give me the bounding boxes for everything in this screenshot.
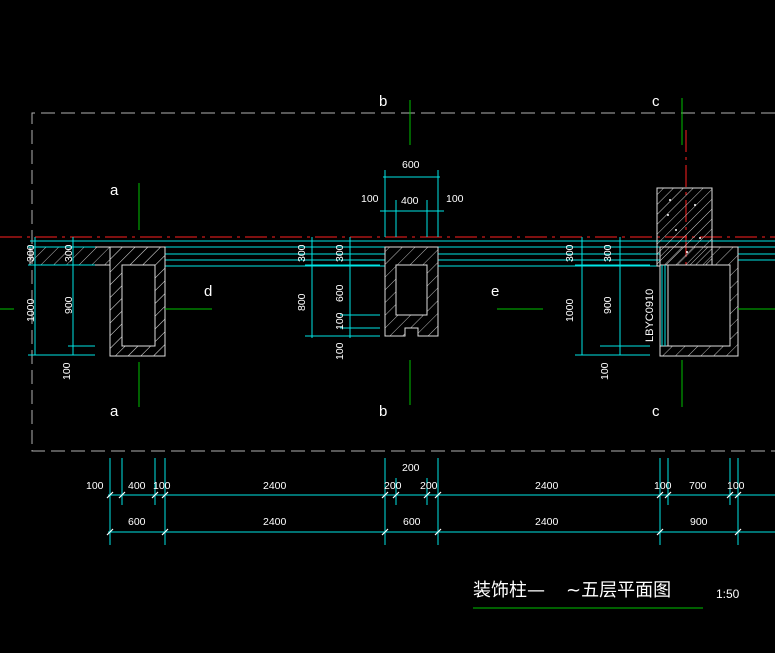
grid-label-e: e <box>491 283 499 300</box>
dim-100-right: 100 <box>446 193 464 205</box>
dim-600-top: 600 <box>402 159 420 171</box>
title-scale: 1:50 <box>716 587 740 601</box>
dim-mid-300: 300 <box>296 244 308 262</box>
dim-row2-4: 2400 <box>535 516 559 528</box>
dim-row1-9: 700 <box>689 480 707 492</box>
dim-row1-3: 100 <box>153 480 171 492</box>
right-column <box>656 187 739 357</box>
dim-row1-2: 400 <box>128 480 146 492</box>
grid-marks <box>0 98 775 407</box>
dim-row2-3: 600 <box>403 516 421 528</box>
grid-label-c-bottom: c <box>652 403 660 420</box>
dim-right-100: 100 <box>599 362 611 380</box>
dim-mid-600: 600 <box>334 284 346 302</box>
dim-row1-8: 100 <box>654 480 672 492</box>
dim-100-left: 100 <box>361 193 379 205</box>
dim-row1-1: 100 <box>86 480 104 492</box>
dim-right-300: 300 <box>564 244 576 262</box>
dim-left-1000: 1000 <box>25 298 37 322</box>
dim-row1-10: 100 <box>727 480 745 492</box>
dim-mid-300b: 300 <box>334 244 346 262</box>
left-column <box>29 246 166 357</box>
dim-400: 400 <box>401 195 419 207</box>
dim-row2-5: 900 <box>690 516 708 528</box>
title-part1: 装饰柱— <box>473 580 545 601</box>
dim-row1-6: 200 <box>420 480 438 492</box>
middle-column <box>384 246 439 337</box>
column-tag-text: LBYC0910 <box>644 289 656 342</box>
title-part2: ~五层平面图 <box>566 580 671 601</box>
dim-row1-7: 2400 <box>535 480 559 492</box>
dim-left-300-inner: 300 <box>63 244 75 262</box>
grid-label-c-top: c <box>652 93 660 110</box>
dim-mid-100b: 100 <box>334 342 346 360</box>
grid-label-a-bottom: a <box>110 403 119 420</box>
grid-label-b-bottom: b <box>379 403 387 420</box>
dim-left-100: 100 <box>61 362 73 380</box>
grid-label-b-top: b <box>379 93 387 110</box>
dim-mid-100a: 100 <box>334 312 346 330</box>
dim-row1-top-200: 200 <box>402 462 420 474</box>
dimension-ticks <box>106 491 742 536</box>
dim-right-900: 900 <box>602 296 614 314</box>
dim-right-1000: 1000 <box>564 298 576 322</box>
dim-left-300-outer: 300 <box>25 244 37 262</box>
dim-left-900: 900 <box>63 296 75 314</box>
dim-right-300b: 300 <box>602 244 614 262</box>
dim-row2-1: 600 <box>128 516 146 528</box>
dashed-boundary <box>31 112 775 452</box>
grid-label-d: d <box>204 283 212 300</box>
dim-row1-4: 2400 <box>263 480 287 492</box>
dim-row1-5: 200 <box>384 480 402 492</box>
grid-label-a-top: a <box>110 182 119 199</box>
dim-row2-2: 2400 <box>263 516 287 528</box>
dimension-lines <box>28 170 775 545</box>
dim-mid-800: 800 <box>296 293 308 311</box>
